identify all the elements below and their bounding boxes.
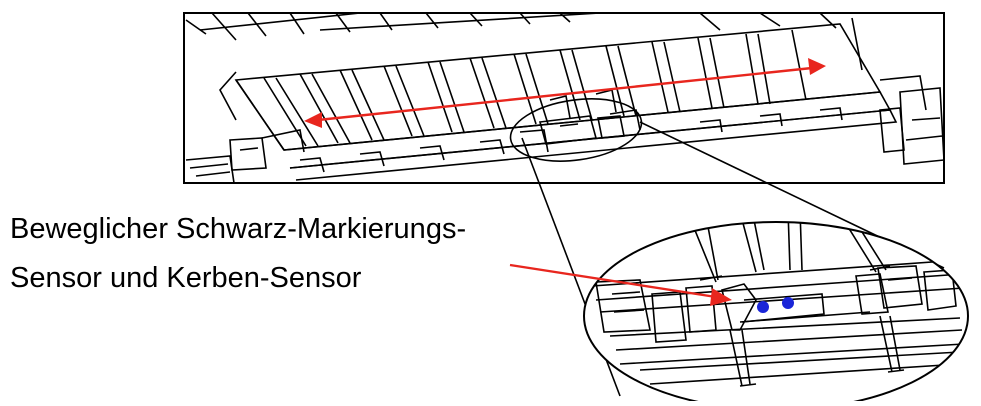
media-holder-structure bbox=[185, 13, 944, 183]
movement-arrow bbox=[304, 58, 826, 128]
zoom-source-circle bbox=[509, 98, 643, 162]
overview-frame bbox=[183, 12, 945, 184]
sensor-label-line-1: Beweglicher Schwarz-Markierungs- bbox=[10, 213, 467, 245]
magnified-detail bbox=[583, 221, 969, 406]
callout-arrow bbox=[509, 263, 732, 306]
overview-panel bbox=[183, 12, 945, 184]
sensor-label-line-2: Sensor und Kerben-Sensor bbox=[10, 262, 362, 294]
sensor-block bbox=[721, 283, 757, 331]
sensor-dot bbox=[757, 301, 769, 313]
magnified-oval bbox=[583, 221, 969, 406]
sensor-dot bbox=[782, 297, 794, 309]
